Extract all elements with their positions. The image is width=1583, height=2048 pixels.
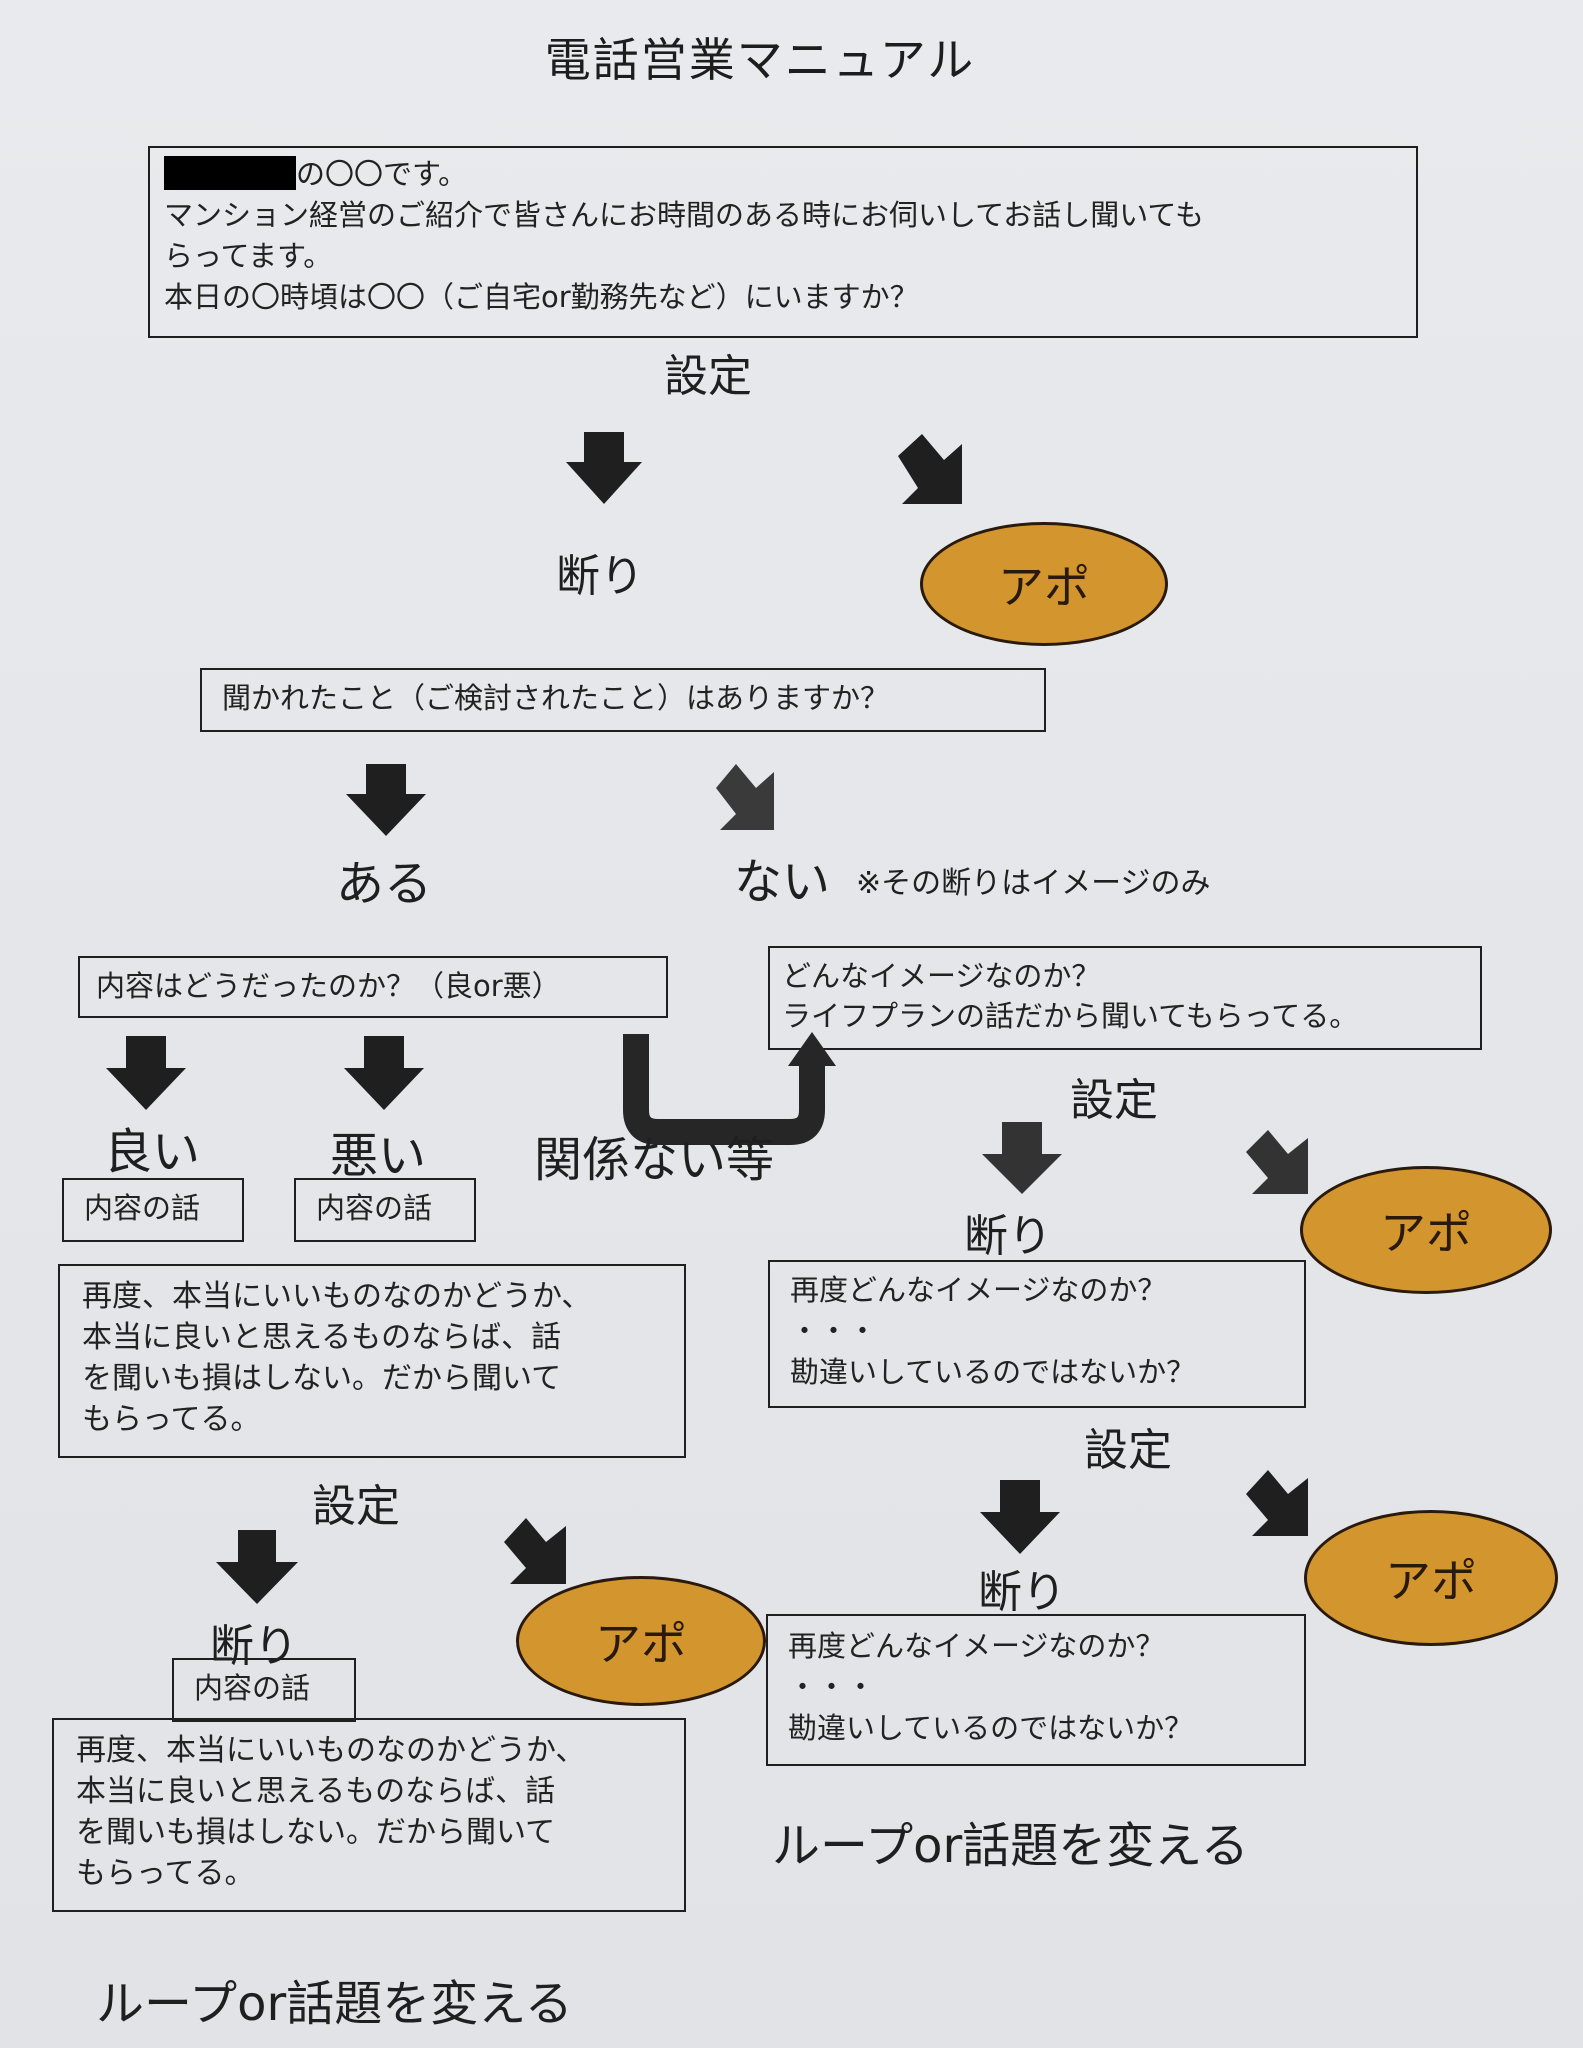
- setting-label-3: 設定: [1084, 1425, 1172, 1476]
- intro-line-3: らってます。: [164, 239, 333, 273]
- setting-label-1: 設定: [664, 351, 752, 402]
- intro-line-2: マンション経営のご紹介で皆さんにお時間のある時にお伺いしてお話し聞いても: [164, 198, 1204, 232]
- down-arrow-icon: [566, 432, 642, 504]
- appointment-ellipse-4: アポ: [516, 1576, 766, 1706]
- appointment-ellipse-1: アポ: [920, 522, 1168, 646]
- down-arrow-icon: [982, 1122, 1062, 1194]
- content-question-box: 内容はどうだったのか？（良or悪）: [78, 956, 668, 1018]
- appointment-label: アポ: [1380, 1206, 1472, 1260]
- intro-line-4: 本日の〇時頃は〇〇（ご自宅or勤務先など）にいますか？: [164, 280, 919, 314]
- content-talk-box-good: 内容の話: [62, 1178, 244, 1242]
- setting-label-2: 設定: [1070, 1075, 1158, 1126]
- diagonal-arrow-icon: [1246, 1130, 1308, 1194]
- reimage-box-1: 再度どんなイメージなのか？ ・・・ 勘違いしているのではないか？: [768, 1260, 1306, 1408]
- loop-or-change-topic-left: ループor話題を変える: [96, 1976, 573, 2032]
- down-arrow-icon: [106, 1036, 186, 1110]
- appointment-ellipse-3: アポ: [1304, 1510, 1558, 1646]
- appointment-ellipse-2: アポ: [1300, 1166, 1552, 1294]
- persuasion-box-1: 再度、本当にいいものなのかどうか、 本当に良いと思えるものならば、話 を聞いも損…: [58, 1264, 686, 1458]
- image-question-box: どんなイメージなのか？ ライフプランの話だから聞いてもらってる。: [768, 946, 1482, 1050]
- persuasion-box-2: 再度、本当にいいものなのかどうか、 本当に良いと思えるものならば、話 を聞いも損…: [52, 1718, 686, 1912]
- refusal-label-2: 断り: [964, 1211, 1052, 1262]
- intro-script-box: の〇〇です。 マンション経営のご紹介で皆さんにお時間のある時にお伺いしてお話し聞…: [148, 146, 1418, 338]
- document-title: 電話営業マニュアル: [544, 33, 976, 87]
- diagonal-arrow-icon: [1246, 1470, 1308, 1536]
- reimage-box-2: 再度どんなイメージなのか？ ・・・ 勘違いしているのではないか？: [766, 1614, 1306, 1766]
- refusal-label-3: 断り: [978, 1567, 1066, 1618]
- redacted-company-name: [164, 156, 296, 190]
- down-arrow-icon: [216, 1530, 298, 1604]
- diagonal-arrow-icon: [504, 1518, 566, 1584]
- content-talk-box-3: 内容の話: [172, 1658, 356, 1722]
- yes-label: ある: [336, 856, 433, 912]
- question-box: 聞かれたこと（ご検討されたこと）はありますか？: [200, 668, 1046, 732]
- down-arrow-icon: [344, 1036, 424, 1110]
- appointment-label: アポ: [595, 1617, 687, 1671]
- diagonal-arrow-icon: [716, 764, 774, 830]
- content-talk-box-bad: 内容の話: [294, 1178, 476, 1242]
- diagonal-arrow-icon: [898, 434, 962, 504]
- down-arrow-icon: [980, 1480, 1060, 1554]
- good-label: 良い: [104, 1124, 201, 1180]
- intro-line-1: の〇〇です。: [296, 157, 468, 191]
- refusal-label-1: 断り: [556, 551, 644, 602]
- bad-label: 悪い: [330, 1128, 427, 1184]
- loop-or-change-topic-right: ループor話題を変える: [772, 1818, 1249, 1874]
- refusal-label-4: 断り: [210, 1621, 298, 1672]
- no-label: ない: [734, 854, 831, 910]
- u-turn-arrow-icon: [623, 1032, 836, 1145]
- unrelated-label: 関係ない等: [534, 1132, 775, 1188]
- setting-label-4: 設定: [312, 1481, 400, 1532]
- down-arrow-icon: [346, 764, 426, 836]
- appointment-label: アポ: [998, 560, 1090, 614]
- appointment-label: アポ: [1385, 1554, 1477, 1608]
- no-note: ※その断りはイメージのみ: [856, 866, 1211, 901]
